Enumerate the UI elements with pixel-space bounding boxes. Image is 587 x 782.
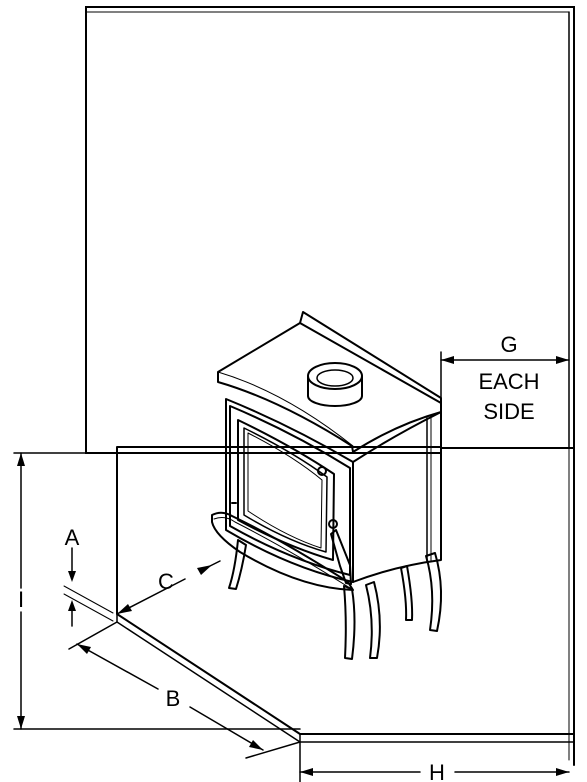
door-handle [317,466,352,585]
label-h: H [429,760,445,782]
dimension-c: C [116,560,221,615]
label-side: SIDE [483,399,534,424]
label-each: EACH [478,369,539,394]
dimension-a: A [63,525,114,627]
stove-legs [228,539,443,660]
label-b: B [166,686,181,711]
label-a: A [65,525,80,550]
dimension-i: I [13,452,301,730]
dimension-h: H [299,741,570,782]
dimension-g: G EACH SIDE [440,332,570,449]
flue-collar [307,362,363,407]
wood-stove [211,311,443,660]
label-g: G [500,332,517,357]
label-i: I [18,587,24,612]
stove-door [229,405,352,585]
dimension-b: B [68,621,301,759]
label-c: C [158,569,174,594]
